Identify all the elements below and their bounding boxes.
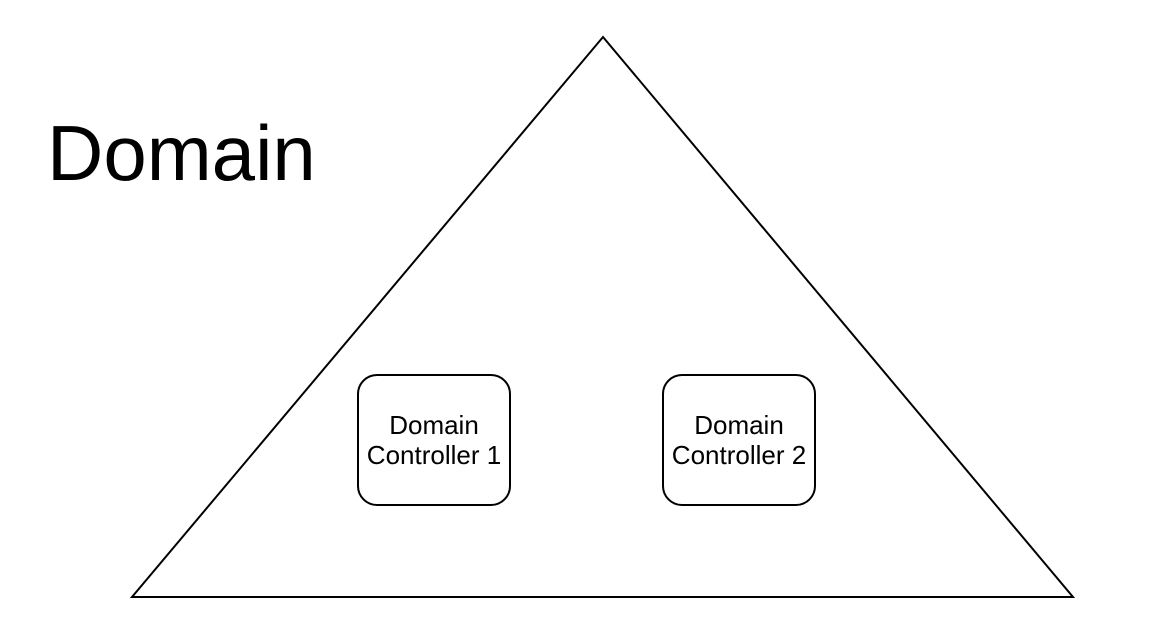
node-label: Domain Controller 2 xyxy=(671,410,807,470)
node-domain-controller-2: Domain Controller 2 xyxy=(662,374,816,506)
node-label: Domain Controller 1 xyxy=(366,410,502,470)
node-domain-controller-1: Domain Controller 1 xyxy=(357,374,511,506)
triangle-outline xyxy=(129,35,1076,598)
domain-label: Domain xyxy=(47,109,316,197)
